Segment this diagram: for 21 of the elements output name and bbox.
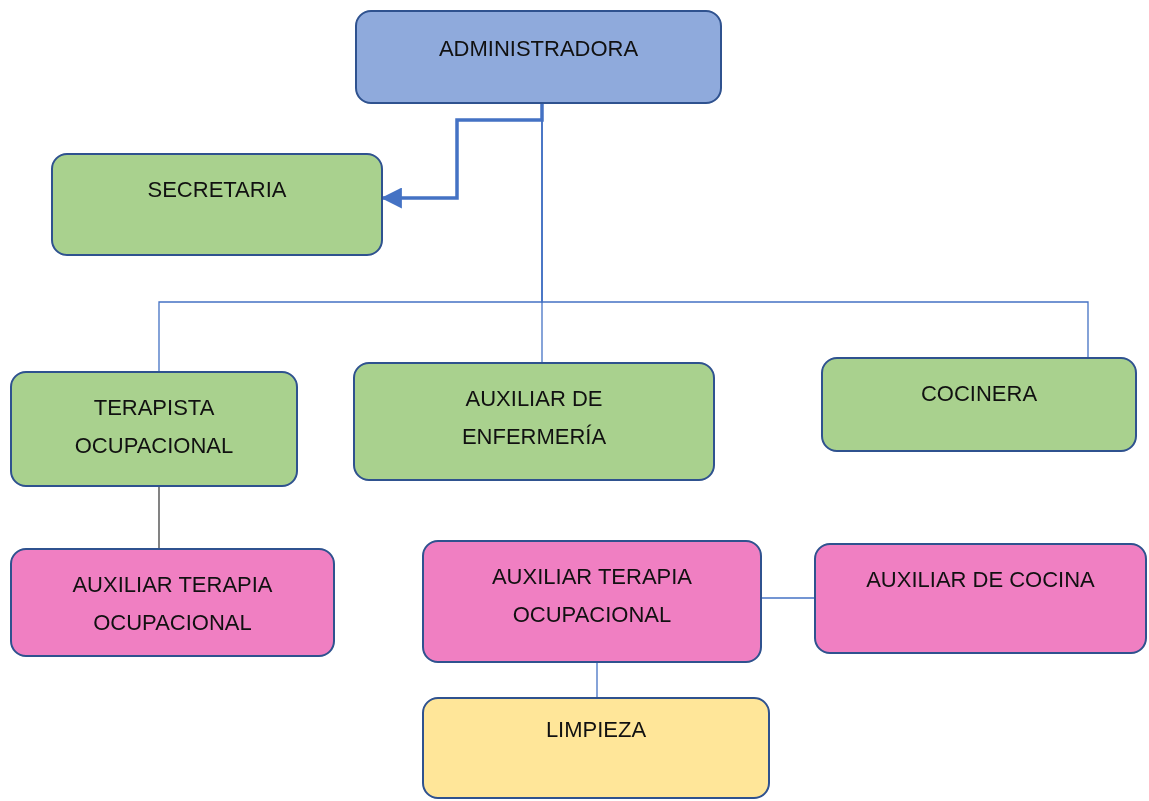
position-box xyxy=(422,697,770,799)
connector-line xyxy=(761,597,815,599)
position-title: AUXILIAR TERAPIA OCUPACIONAL xyxy=(490,563,694,629)
position-box xyxy=(355,10,722,104)
connector-line xyxy=(596,662,598,698)
position-box xyxy=(51,153,383,256)
position-title: SECRETARIA xyxy=(147,176,287,204)
position-title: ADMINISTRADORA xyxy=(438,35,639,63)
position-title: AUXILIAR DE ENFERMERÍA xyxy=(460,385,608,451)
connector-line xyxy=(158,486,160,549)
position-title: COCINERA xyxy=(920,380,1038,408)
position-title: LIMPIEZA xyxy=(545,716,647,744)
position-box xyxy=(814,543,1147,654)
position-box xyxy=(422,540,762,663)
position-title: AUXILIAR DE COCINA xyxy=(866,566,1095,594)
position-box xyxy=(10,548,335,657)
position-title: AUXILIAR TERAPIA OCUPACIONAL xyxy=(71,571,274,637)
position-title: TERAPISTA OCUPACIONAL xyxy=(74,394,234,460)
position-box xyxy=(821,357,1137,452)
position-box xyxy=(353,362,715,481)
position-box xyxy=(10,371,298,487)
